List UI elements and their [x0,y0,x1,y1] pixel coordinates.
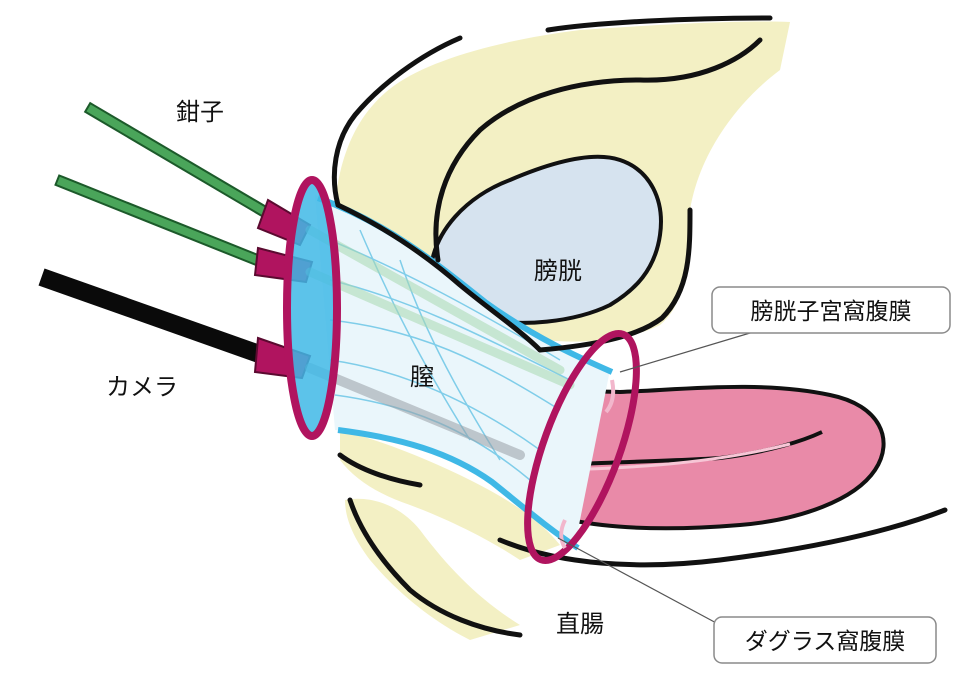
callout-douglas-text: ダグラス窩腹膜 [745,629,906,655]
callout-vesicouterine-text: 膀胱子宮窩腹膜 [751,299,912,325]
callout-line-vesicouterine [620,330,760,372]
callout-douglas: ダグラス窩腹膜 [714,617,936,663]
label-forceps: 鉗子 [176,98,224,126]
camera-scope [50,280,310,378]
forceps-1 [92,110,310,245]
label-camera: カメラ [106,373,178,401]
label-rectum: 直腸 [556,610,604,638]
label-bladder: 膀胱 [534,257,582,285]
callout-vesicouterine: 膀胱子宮窩腹膜 [712,287,950,333]
label-vagina: 膣 [410,363,434,391]
port-ring [287,180,337,436]
